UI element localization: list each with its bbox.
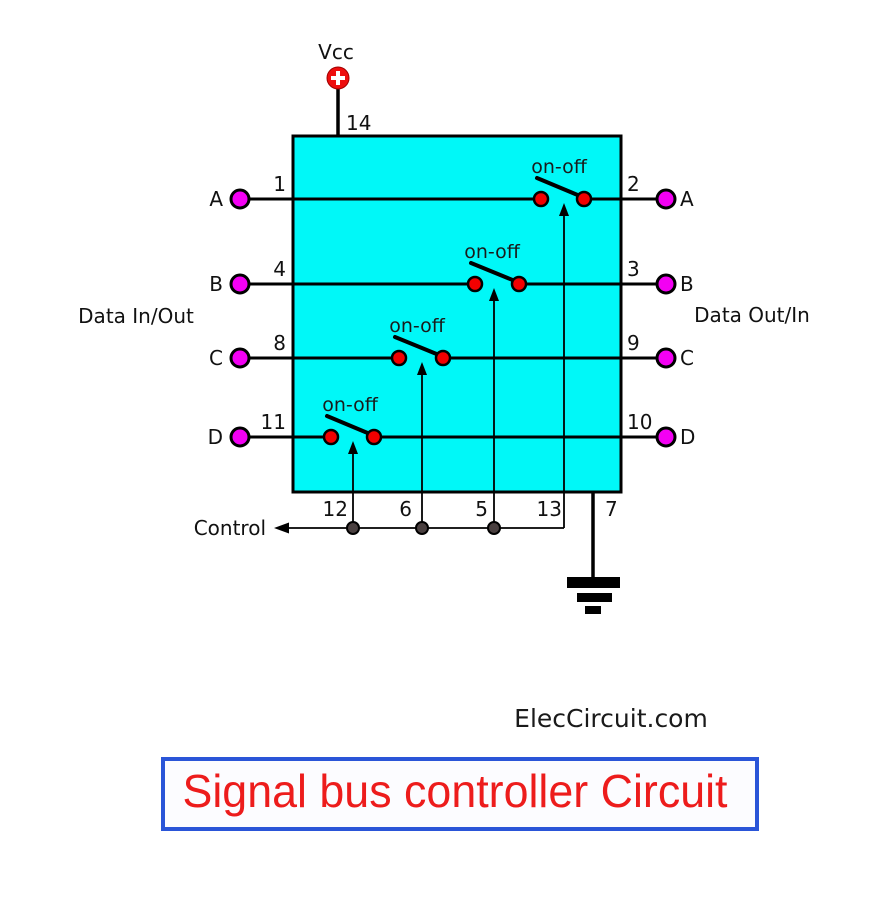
- ground-icon: [567, 577, 620, 614]
- port-d-in-label: D: [208, 425, 223, 449]
- port-b-in-label: B: [209, 272, 223, 296]
- port-a-in: [229, 188, 251, 210]
- vcc-label: Vcc: [318, 40, 354, 64]
- signal-row-b: on-off 4 3: [249, 241, 657, 286]
- switch-a-label: on-off: [531, 156, 587, 178]
- port-b-in: [229, 273, 251, 295]
- port-a-out-label: A: [680, 187, 694, 211]
- switch-c-contact-right: [434, 349, 452, 367]
- pin-10-label: 10: [627, 410, 652, 434]
- port-a-out: [655, 188, 677, 210]
- arrow-up-icon-a: [559, 203, 569, 216]
- pin-12-label: 12: [323, 497, 348, 521]
- ground: 7: [567, 492, 620, 614]
- arrow-up-icon-b: [489, 288, 499, 301]
- switch-d-contact-left: [322, 428, 340, 446]
- switch-arm-a: [535, 176, 582, 198]
- title-border: [161, 757, 759, 831]
- ic-body: [291, 134, 623, 494]
- pin-7-label: 7: [605, 497, 618, 521]
- pin-14-label: 14: [346, 111, 371, 135]
- port-b-out-label: B: [680, 272, 694, 296]
- pin-2-label: 2: [627, 172, 640, 196]
- switch-a-contact-right: [575, 190, 593, 208]
- control-junction-6: [415, 521, 429, 535]
- ground-bar-3: [585, 606, 601, 614]
- switch-b-contact-left: [466, 275, 484, 293]
- pin-3-label: 3: [627, 257, 640, 281]
- port-a-in-label: A: [209, 187, 223, 211]
- watermark-text: ElecCircuit.com: [514, 704, 708, 733]
- signal-row-a: on-off 1 2: [249, 156, 657, 201]
- page-title: Signal bus controller Circuit: [183, 765, 728, 817]
- switch-c-label: on-off: [389, 315, 445, 337]
- data-in-out-label: Data In/Out: [78, 304, 194, 328]
- control-junction-12: [346, 521, 360, 535]
- port-d-in: [229, 426, 251, 448]
- switch-a-contact-left: [532, 190, 550, 208]
- data-out-in-label: Data Out/In: [694, 303, 810, 327]
- vcc-supply: Vcc 14: [318, 40, 371, 136]
- port-b-out: [655, 273, 677, 295]
- pin-1-label: 1: [273, 172, 286, 196]
- control-junction-5: [487, 521, 501, 535]
- pin-13-label: 13: [537, 497, 562, 521]
- switch-arm-b: [469, 261, 517, 283]
- pin-9-label: 9: [627, 331, 640, 355]
- title-box: Signal bus controller Circuit: [161, 757, 759, 831]
- control-bus: Control 12 6 5 13: [194, 497, 564, 540]
- port-c-in: [229, 347, 251, 369]
- switch-contacts: [322, 190, 593, 446]
- pin-5-label: 5: [475, 497, 488, 521]
- switch-d-label: on-off: [322, 394, 378, 416]
- switch-arm-c: [393, 335, 441, 357]
- arrow-up-icon-d: [348, 441, 358, 454]
- arrow-up-icon-c: [417, 362, 427, 375]
- switch-d-contact-right: [365, 428, 383, 446]
- pin-11-label: 11: [261, 410, 286, 434]
- switch-arm-d: [325, 414, 372, 436]
- control-arrows: [348, 203, 569, 528]
- port-c-out: [655, 347, 677, 369]
- port-c-in-label: C: [209, 346, 223, 370]
- port-d-out: [655, 426, 677, 448]
- switch-b-contact-right: [510, 275, 528, 293]
- port-d-out-label: D: [680, 425, 695, 449]
- switch-c-contact-left: [390, 349, 408, 367]
- port-c-out-label: C: [680, 346, 694, 370]
- pin-8-label: 8: [273, 331, 286, 355]
- signal-row-c: on-off 8 9: [249, 315, 657, 360]
- port-terminals: [229, 188, 677, 448]
- pin-4-label: 4: [273, 257, 286, 281]
- port-letters: A B C D A B C D: [208, 187, 696, 449]
- arrow-left-icon: [274, 522, 289, 534]
- ground-bar-1: [567, 577, 620, 588]
- control-label: Control: [194, 516, 266, 540]
- ground-bar-2: [577, 593, 612, 602]
- pin-6-label: 6: [399, 497, 412, 521]
- switch-b-label: on-off: [464, 241, 520, 263]
